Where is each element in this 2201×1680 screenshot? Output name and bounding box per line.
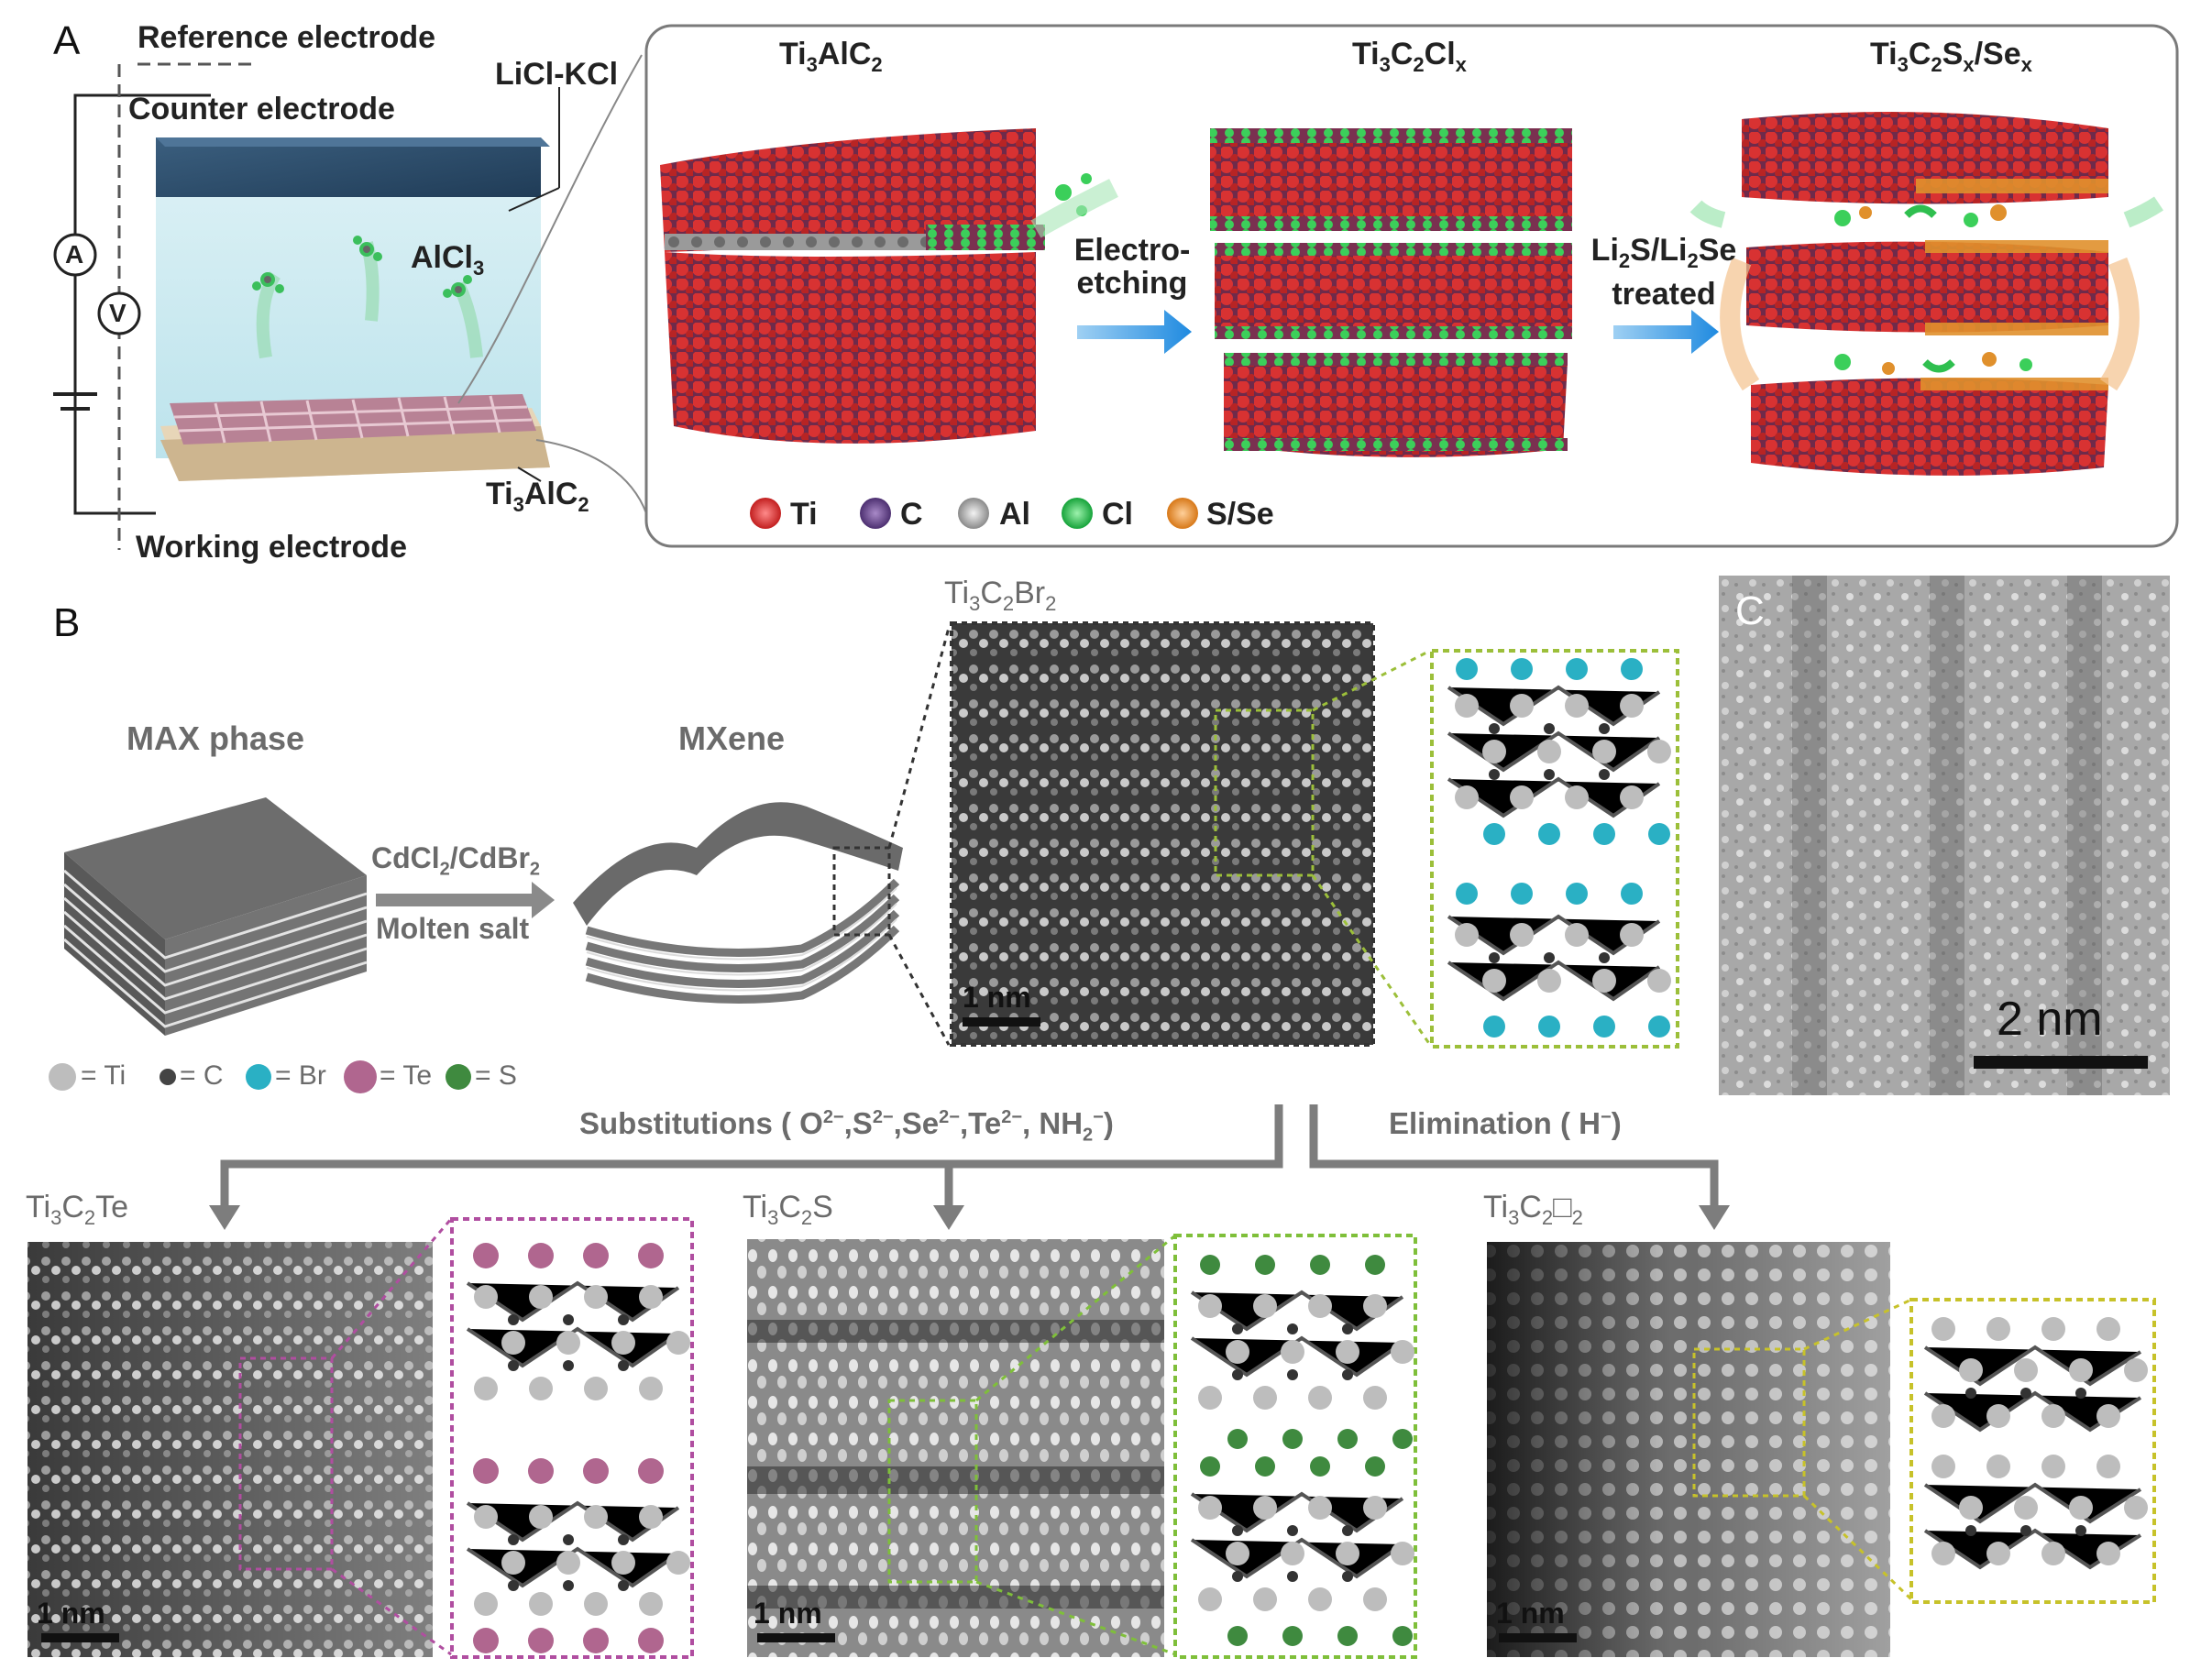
- legend-al-label: Al: [999, 497, 1030, 532]
- reference-electrode-label: Reference electrode: [138, 20, 436, 55]
- ti3c2br2-tem-image: [952, 623, 1373, 1045]
- scale-bar-c: [1974, 1056, 2148, 1069]
- legend-c-ball: [860, 498, 891, 529]
- substrate-label: Ti3AlC2: [486, 477, 589, 516]
- legend-sse-ball: [1167, 498, 1198, 529]
- atom-legend-b: [49, 1060, 471, 1093]
- scale-label-te: 1 nm: [37, 1597, 105, 1630]
- legend-al-ball: [958, 498, 989, 529]
- panel-c-tem-image: [1719, 576, 2170, 1095]
- ti3c2s-title: Ti3C2S: [743, 1190, 833, 1229]
- molten-salt-label: Molten salt: [376, 912, 530, 945]
- ti3c2te-title: Ti3C2Te: [26, 1190, 129, 1229]
- scale-label-c: 2 nm: [1997, 993, 2103, 1046]
- stage2-title: Ti3C2Clx: [1352, 37, 1467, 76]
- legend-ti-label: Ti: [790, 497, 818, 532]
- working-electrode-label: Working electrode: [136, 530, 407, 565]
- stage3-title: Ti3C2Sx/Sex: [1870, 37, 2032, 76]
- scale-label-br: 1 nm: [963, 981, 1031, 1014]
- scale-bar-te: [41, 1633, 119, 1642]
- max-phase-stack: [63, 797, 368, 1036]
- panel-a-label: A: [53, 18, 81, 63]
- voltmeter-icon: [97, 291, 141, 335]
- gas-species-label: AlCl3: [411, 240, 485, 280]
- branch-connectors: [220, 1104, 1719, 1210]
- legend-cl-ball: [1062, 498, 1093, 529]
- ti3c2-vacancy-atomic-model: [1909, 1298, 2156, 1604]
- substitutions-label: Substitutions ( O2−,S2−,Se2−,Te2−, NH2−): [579, 1106, 1114, 1146]
- legend-b-s: = S: [475, 1060, 517, 1091]
- ammeter-icon: [53, 233, 97, 277]
- legend-c-label: C: [900, 497, 923, 532]
- scale-label-s: 1 nm: [754, 1597, 822, 1630]
- stage1-title: Ti3AlC2: [779, 37, 883, 76]
- scale-bar-v: [1499, 1633, 1577, 1642]
- legend-sse-label: S/Se: [1206, 497, 1274, 532]
- atom-legend-a: [750, 498, 1198, 529]
- molten-salt-arrow: [376, 882, 555, 918]
- panel-b-label: B: [53, 600, 81, 645]
- scale-bar-br: [963, 1017, 1040, 1027]
- electrolyte-label: LiCl-KCl: [495, 57, 619, 92]
- ti3c2br2-title: Ti3C2Br2: [944, 576, 1057, 615]
- li2s-treatment-arrow: [1613, 310, 1719, 354]
- ti3c2s-atomic-model: [1173, 1234, 1417, 1659]
- scale-bar-s: [757, 1633, 835, 1642]
- electrochemical-cell: [53, 54, 647, 550]
- electroetching-label: Electro-etching: [1073, 233, 1191, 301]
- ammeter-label: A: [65, 240, 84, 269]
- scale-label-v: 1 nm: [1496, 1597, 1565, 1630]
- ti3c2-vacancy-title: Ti3C2□2: [1483, 1190, 1583, 1229]
- mxene-label: MXene: [678, 719, 786, 757]
- voltmeter-label: V: [109, 299, 127, 327]
- legend-b-c: = C: [180, 1060, 224, 1091]
- ti3c2br2-atomic-model: [1430, 649, 1679, 1049]
- ti3c2clx-structure: [1210, 128, 1572, 457]
- ti3c2te-atomic-model: [450, 1217, 694, 1659]
- reagent-label: CdCl2/CdBr2: [371, 841, 541, 880]
- elimination-label: Elimination ( H−): [1389, 1106, 1622, 1140]
- counter-electrode-label: Counter electrode: [128, 92, 395, 126]
- legend-b-te: = Te: [380, 1060, 432, 1091]
- ti3alc2-structure: [660, 128, 1118, 444]
- mxene-stack: [573, 627, 951, 1046]
- legend-ti-ball: [750, 498, 781, 529]
- legend-cl-label: Cl: [1102, 497, 1133, 532]
- electroetching-arrow: [1077, 310, 1192, 354]
- max-phase-label: MAX phase: [127, 719, 305, 757]
- panel-c-label: C: [1735, 588, 1765, 633]
- legend-b-ti: = Ti: [81, 1060, 127, 1091]
- ti3c2sx-structure: [1689, 112, 2163, 476]
- legend-b-br: = Br: [275, 1060, 326, 1091]
